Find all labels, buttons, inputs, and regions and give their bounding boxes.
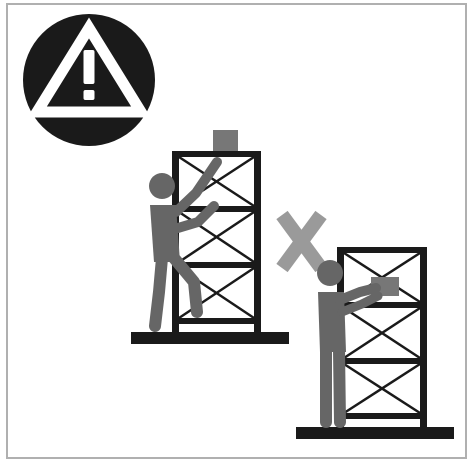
box-left bbox=[213, 130, 238, 151]
warning-triangle-icon bbox=[23, 14, 155, 146]
